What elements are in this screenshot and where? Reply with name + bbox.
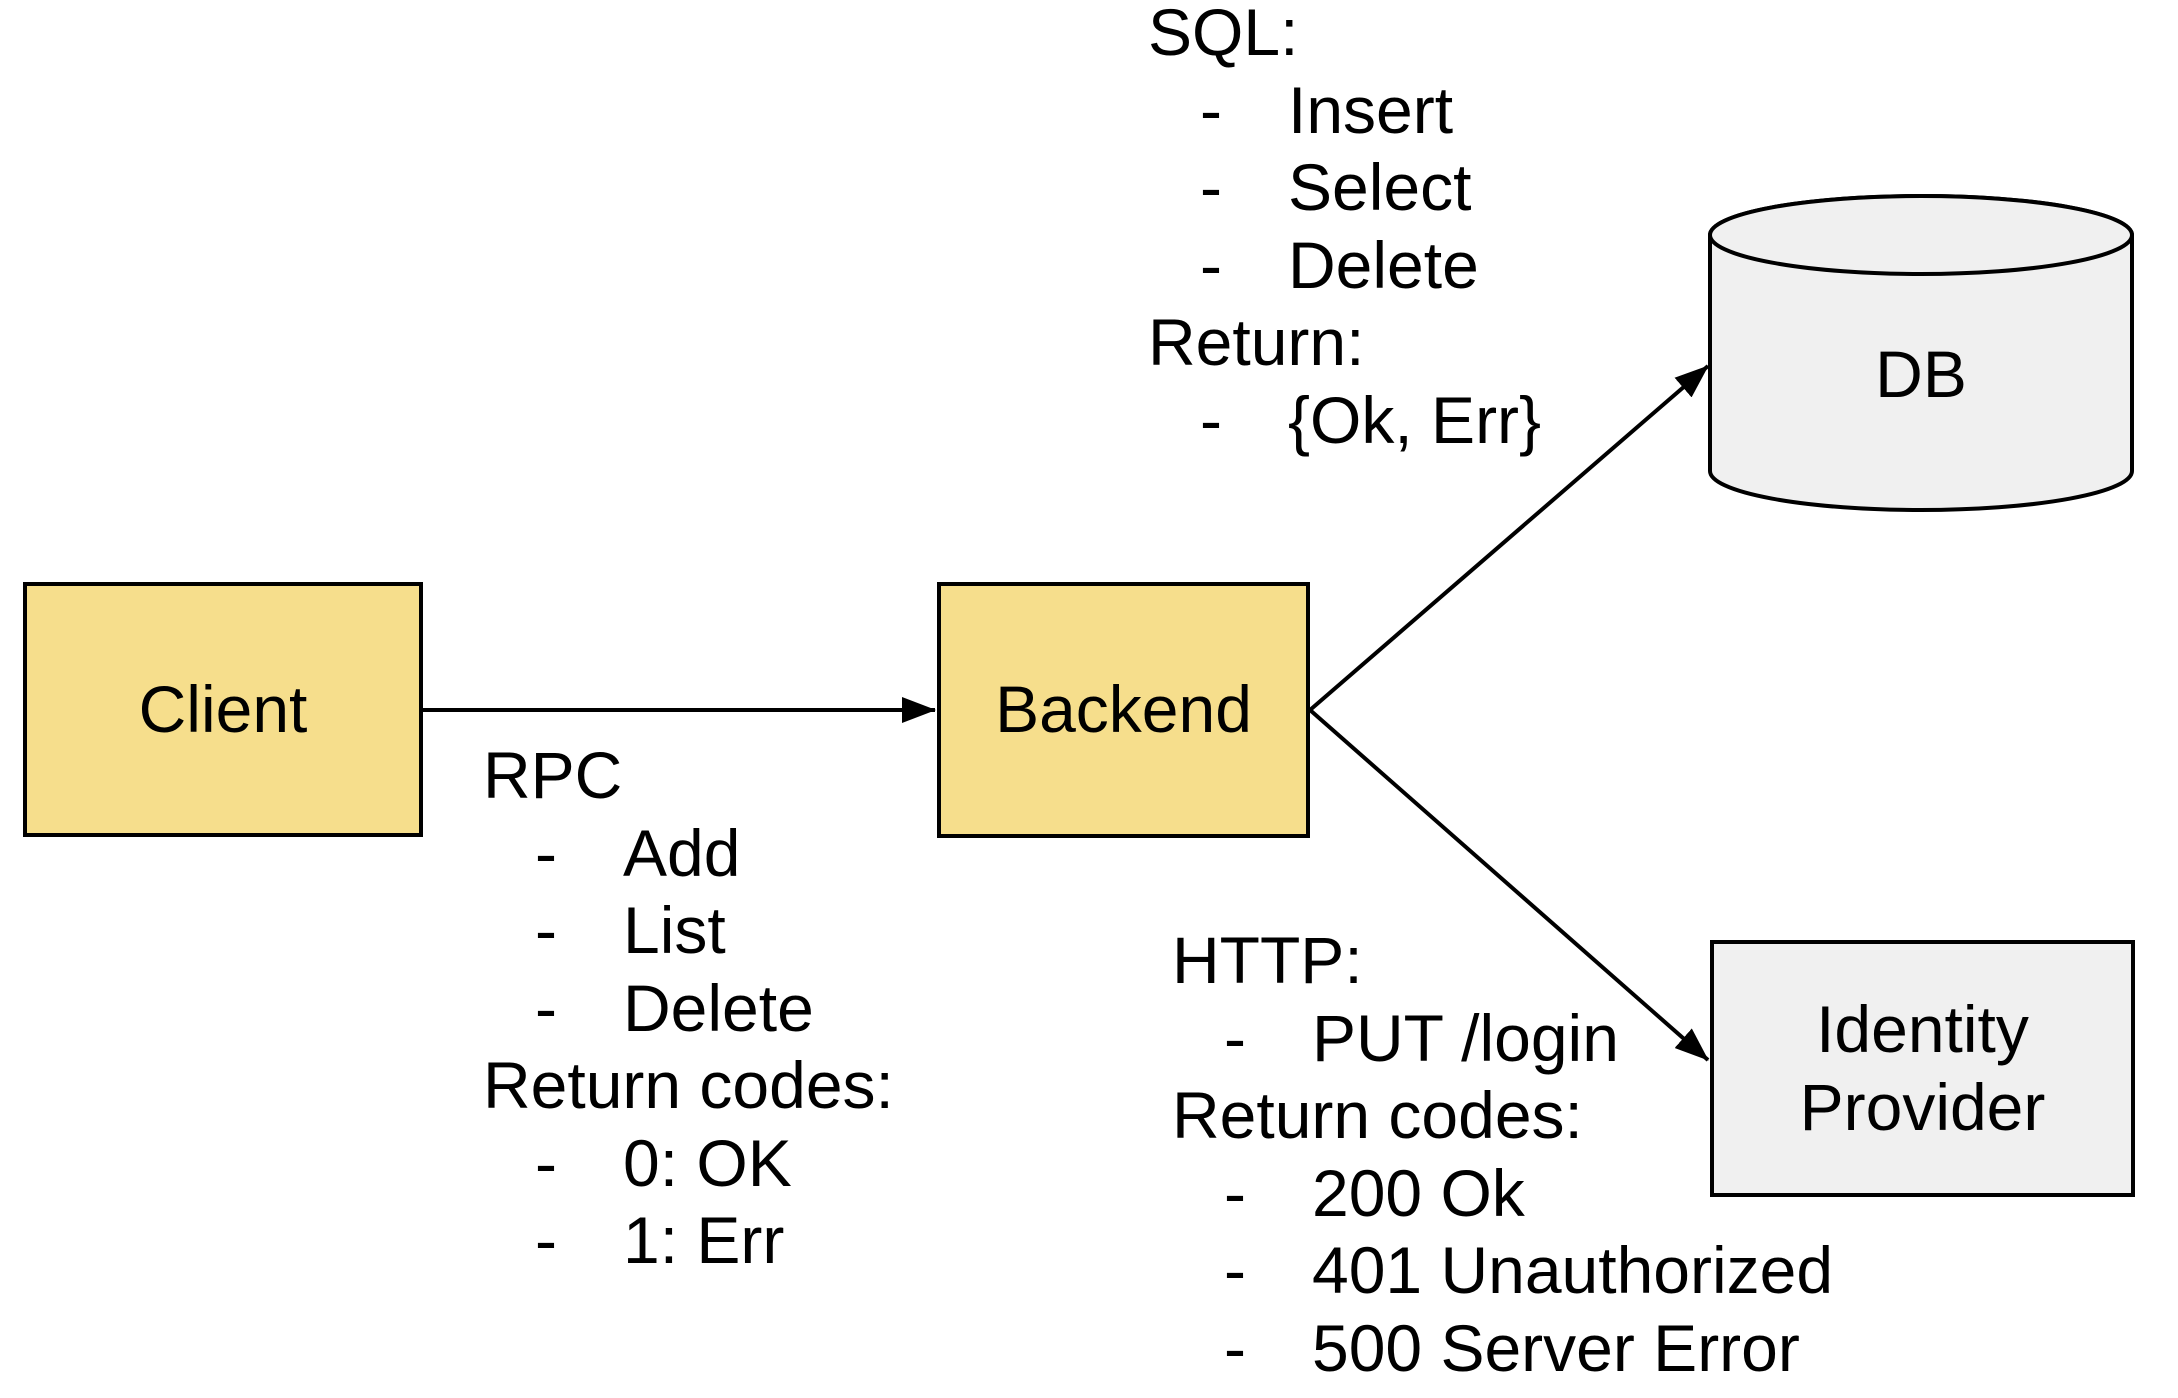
http-annotation: HTTP: -PUT /login Return codes: -200 Ok … xyxy=(1172,922,1833,1387)
node-backend-label: Backend xyxy=(995,672,1252,747)
sql-item-delete: -Delete xyxy=(1148,227,1541,305)
sql-item-select: -Select xyxy=(1148,149,1541,227)
node-client: Client xyxy=(23,582,423,837)
arrow-backend-to-db xyxy=(1308,364,1710,712)
db-cylinder-shape xyxy=(1708,194,2134,512)
bullet-dash: - xyxy=(535,1203,557,1277)
sql-return-result: -{Ok, Err} xyxy=(1148,382,1541,460)
sql-return-header: Return: xyxy=(1148,305,1365,379)
node-identity-provider-label: Identity Provider xyxy=(1799,992,2046,1144)
rpc-return-codes-header: Return codes: xyxy=(483,1048,894,1122)
bullet-dash: - xyxy=(1200,72,1222,147)
node-backend: Backend xyxy=(937,582,1310,838)
arrow-backend-to-identity-provider xyxy=(1308,708,1710,1062)
bullet-dash: - xyxy=(535,1125,557,1200)
sql-title: SQL: xyxy=(1148,0,1299,69)
bullet-dash: - xyxy=(1224,1155,1246,1230)
rpc-item-delete: -Delete xyxy=(483,970,894,1048)
sql-annotation: SQL: -Insert -Select -Delete Return: -{O… xyxy=(1148,0,1541,459)
rpc-item-list: -List xyxy=(483,892,894,970)
http-return-codes-header: Return codes: xyxy=(1172,1078,1583,1152)
rpc-return-ok: -0: OK xyxy=(483,1125,894,1203)
bullet-dash: - xyxy=(1200,382,1222,457)
rpc-return-err: -1: Err xyxy=(483,1202,894,1280)
db-label-text: DB xyxy=(1875,337,1967,412)
node-client-label: Client xyxy=(138,671,308,746)
bullet-dash: - xyxy=(535,893,557,967)
node-db-label: DB xyxy=(1710,260,2132,490)
http-item-put-login: -PUT /login xyxy=(1172,1000,1833,1078)
bullet-dash: - xyxy=(535,970,557,1045)
bullet-dash: - xyxy=(1200,150,1222,224)
http-return-200: -200 Ok xyxy=(1172,1155,1833,1233)
http-title: HTTP: xyxy=(1172,923,1363,997)
rpc-annotation: RPC -Add -List -Delete Return codes: -0:… xyxy=(483,737,894,1280)
bullet-dash: - xyxy=(1224,1233,1246,1307)
bullet-dash: - xyxy=(1224,1000,1246,1075)
bullet-dash: - xyxy=(1200,227,1222,302)
http-return-500: -500 Server Error xyxy=(1172,1310,1833,1388)
rpc-title: RPC xyxy=(483,738,623,812)
http-return-401: -401 Unauthorized xyxy=(1172,1232,1833,1310)
node-identity-provider: Identity Provider xyxy=(1710,940,2135,1197)
rpc-item-add: -Add xyxy=(483,815,894,893)
bullet-dash: - xyxy=(1224,1310,1246,1385)
sql-item-insert: -Insert xyxy=(1148,72,1541,150)
bullet-dash: - xyxy=(535,815,557,890)
